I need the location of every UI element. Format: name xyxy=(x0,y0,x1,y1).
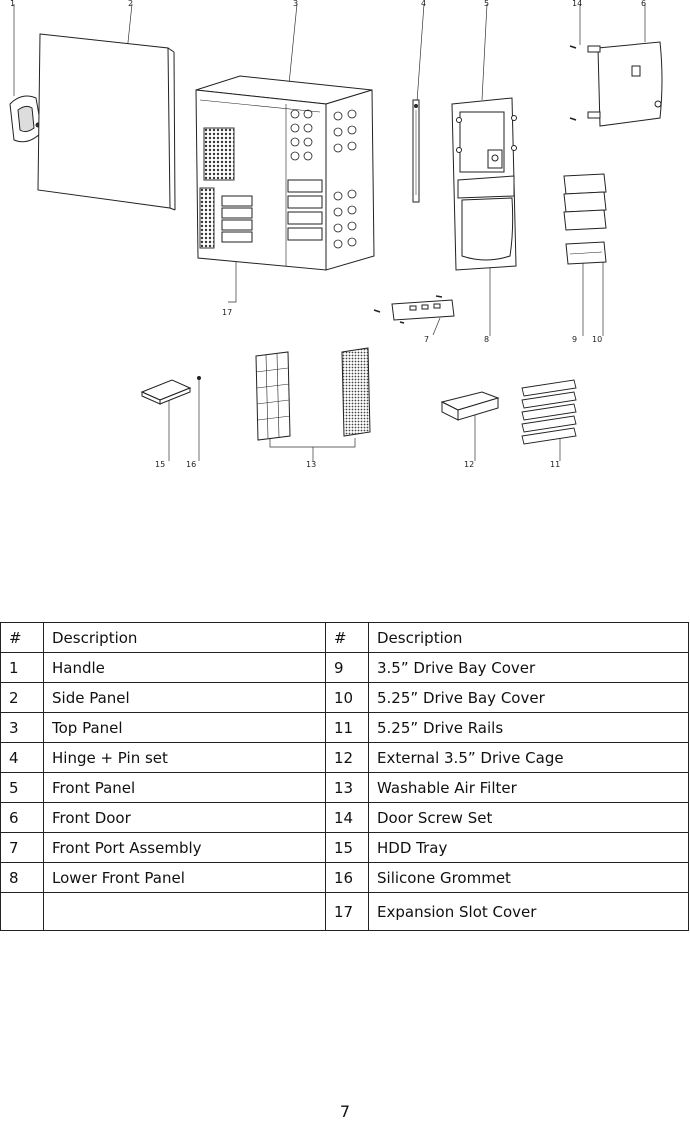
header-description: Description xyxy=(43,622,326,653)
part-number: 10 xyxy=(325,682,369,713)
drive-cage-part xyxy=(440,391,500,421)
part-description xyxy=(43,892,326,931)
side-panel-part xyxy=(37,33,176,211)
callout-5: 5 xyxy=(484,0,489,8)
part-number: 5 xyxy=(0,772,44,803)
callout-15: 15 xyxy=(155,460,165,469)
callout-12: 12 xyxy=(464,460,474,469)
part-number: 2 xyxy=(0,682,44,713)
table-row: 7 Front Port Assembly 15 HDD Tray xyxy=(0,832,689,863)
page-number: 7 xyxy=(339,1102,351,1121)
header-description-2: Description xyxy=(368,622,689,653)
part-number: 11 xyxy=(325,712,369,743)
part-description: Top Panel xyxy=(43,712,326,743)
part-number: 7 xyxy=(0,832,44,863)
exploded-parts-diagram: 1 2 3 4 5 14 6 17 7 8 9 10 15 16 13 12 1… xyxy=(0,0,690,480)
table-row: 17 Expansion Slot Cover xyxy=(0,892,689,931)
drive-bay-covers-part xyxy=(563,173,607,265)
part-number: 13 xyxy=(325,772,369,803)
part-description: Front Door xyxy=(43,802,326,833)
grommet-part xyxy=(197,376,201,380)
hinge-part xyxy=(412,99,420,203)
front-port-part xyxy=(373,295,455,324)
table-row: 2 Side Panel 10 5.25” Drive Bay Cover xyxy=(0,682,689,713)
part-description: External 3.5” Drive Cage xyxy=(368,742,689,773)
callout-2: 2 xyxy=(128,0,133,8)
chassis-part xyxy=(195,75,375,271)
callout-1: 1 xyxy=(10,0,15,8)
table-row: 3 Top Panel 11 5.25” Drive Rails xyxy=(0,712,689,743)
part-number: 9 xyxy=(325,652,369,683)
part-number: 12 xyxy=(325,742,369,773)
part-number xyxy=(0,892,44,931)
part-number: 14 xyxy=(325,802,369,833)
part-number: 1 xyxy=(0,652,44,683)
part-number: 16 xyxy=(325,862,369,893)
part-description: Lower Front Panel xyxy=(43,862,326,893)
part-description: Front Panel xyxy=(43,772,326,803)
front-panel-part xyxy=(451,97,517,271)
part-description: Handle xyxy=(43,652,326,683)
callout-11: 11 xyxy=(550,460,560,469)
callout-13: 13 xyxy=(306,460,316,469)
header-number: # xyxy=(0,622,44,653)
part-description: 3.5” Drive Bay Cover xyxy=(368,652,689,683)
callout-16: 16 xyxy=(186,460,196,469)
callout-9: 9 xyxy=(572,335,577,344)
table-row: 8 Lower Front Panel 16 Silicone Grommet xyxy=(0,862,689,893)
table-row: 6 Front Door 14 Door Screw Set xyxy=(0,802,689,833)
callout-8: 8 xyxy=(484,335,489,344)
part-description: Door Screw Set xyxy=(368,802,689,833)
part-number: 8 xyxy=(0,862,44,893)
hdd-tray-part xyxy=(140,379,192,405)
drive-rails-part xyxy=(521,379,577,445)
part-number: 15 xyxy=(325,832,369,863)
callout-leaders xyxy=(13,3,646,461)
part-description: Silicone Grommet xyxy=(368,862,689,893)
front-door-part xyxy=(587,41,663,127)
callout-17: 17 xyxy=(222,308,232,317)
part-number: 3 xyxy=(0,712,44,743)
door-screw-icons xyxy=(569,45,577,121)
part-description: HDD Tray xyxy=(368,832,689,863)
parts-list-table: # Description # Description 1 Handle 9 3… xyxy=(0,622,689,931)
callout-10: 10 xyxy=(592,335,602,344)
callout-7: 7 xyxy=(424,335,429,344)
part-number: 4 xyxy=(0,742,44,773)
callout-14: 14 xyxy=(572,0,582,8)
callout-4: 4 xyxy=(421,0,426,8)
callout-labels: 1 2 3 4 5 14 6 17 7 8 9 10 15 16 13 12 1… xyxy=(10,0,646,469)
part-description: Expansion Slot Cover xyxy=(368,892,689,931)
part-description: Hinge + Pin set xyxy=(43,742,326,773)
table-row: 1 Handle 9 3.5” Drive Bay Cover xyxy=(0,652,689,683)
part-description: Washable Air Filter xyxy=(368,772,689,803)
header-number-2: # xyxy=(325,622,369,653)
table-row: 5 Front Panel 13 Washable Air Filter xyxy=(0,772,689,803)
table-header-row: # Description # Description xyxy=(0,622,689,653)
part-number: 6 xyxy=(0,802,44,833)
part-description: Front Port Assembly xyxy=(43,832,326,863)
part-description: 5.25” Drive Rails xyxy=(368,712,689,743)
callout-6: 6 xyxy=(641,0,646,8)
part-description: Side Panel xyxy=(43,682,326,713)
part-description: 5.25” Drive Bay Cover xyxy=(368,682,689,713)
part-number: 17 xyxy=(325,892,369,931)
table-row: 4 Hinge + Pin set 12 External 3.5” Drive… xyxy=(0,742,689,773)
callout-3: 3 xyxy=(293,0,298,8)
air-filter-part xyxy=(255,347,371,441)
